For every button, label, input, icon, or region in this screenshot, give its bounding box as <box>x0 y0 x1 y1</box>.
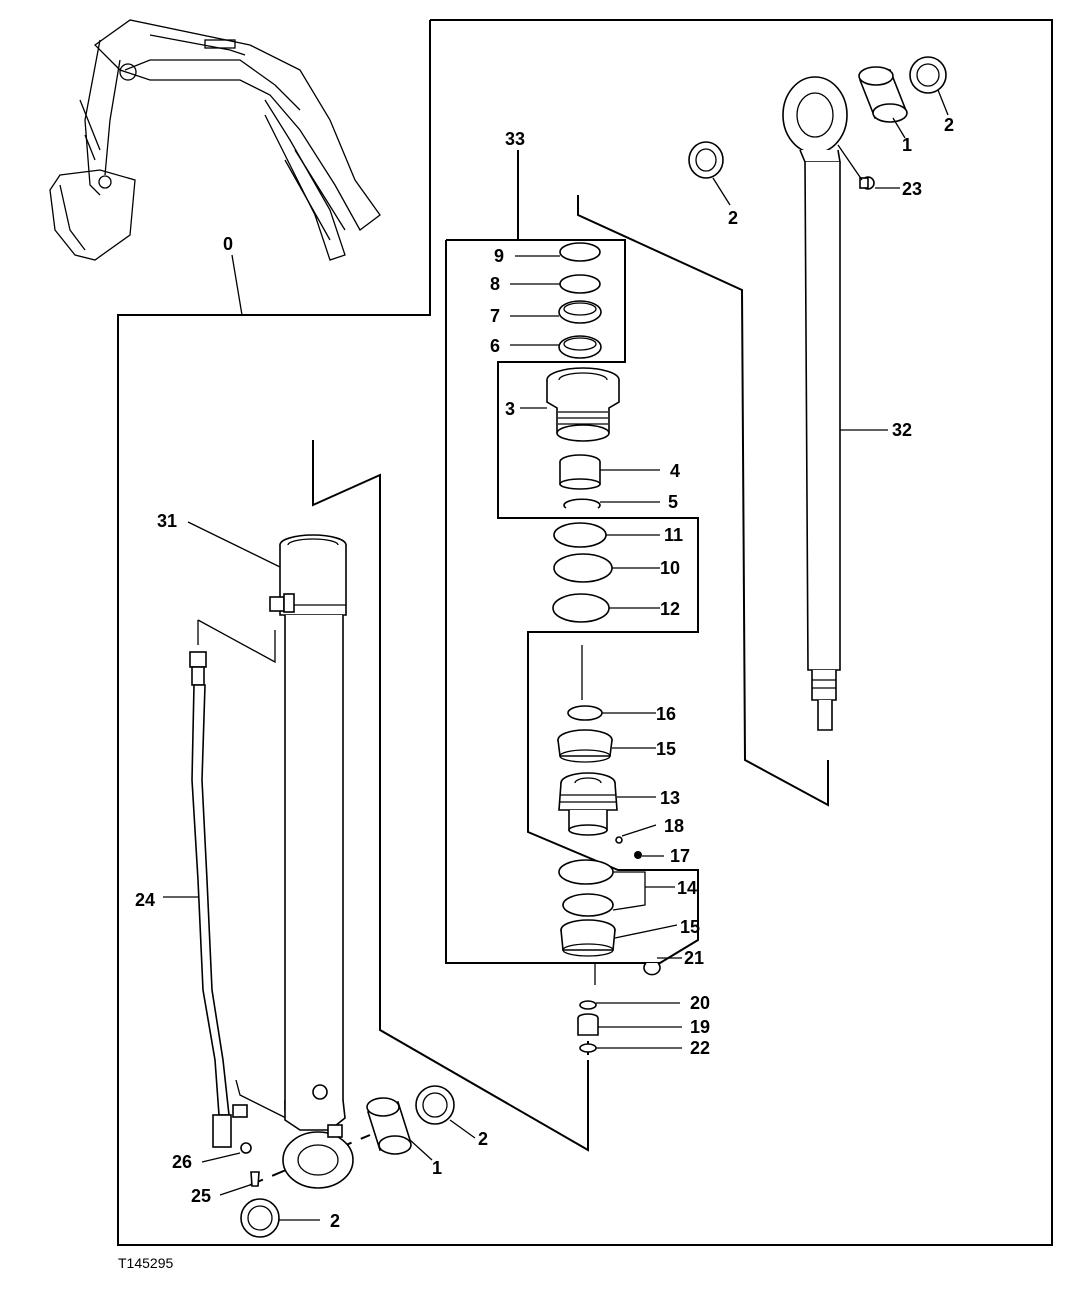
callout-5: 5 <box>668 492 678 512</box>
wear-ring-15-lower <box>560 919 616 957</box>
callout-3: 3 <box>505 399 515 419</box>
callout-12: 12 <box>660 599 680 619</box>
rod-dust-seal-2 <box>909 56 947 94</box>
seal-kit-bracket-upper <box>445 239 699 964</box>
callout-18: 18 <box>664 816 684 836</box>
hose-fitting-leader <box>197 619 276 664</box>
callout-6: 6 <box>490 336 500 356</box>
seal-7 <box>558 300 602 324</box>
middle-dust-seal-2 <box>688 141 724 179</box>
piston-rod <box>782 76 848 731</box>
callout-2-barrel: 2 <box>478 1129 488 1149</box>
seal-14-upper <box>558 859 614 885</box>
seal-12 <box>552 593 610 623</box>
callout-2-lower: 2 <box>330 1211 340 1231</box>
seal-11 <box>553 522 607 548</box>
callout-11: 11 <box>664 525 683 545</box>
ball-18 <box>615 836 623 844</box>
rod-centerline <box>577 195 829 807</box>
callout-31: 31 <box>157 511 177 531</box>
barrel-dust-seal-2 <box>415 1085 455 1125</box>
callout-10: 10 <box>660 558 680 578</box>
seal-6 <box>558 335 602 359</box>
seal-8 <box>559 274 601 294</box>
cylinder-barrel <box>269 534 354 1189</box>
callout-13: 13 <box>660 788 680 808</box>
callout-19: 19 <box>690 1017 710 1037</box>
callout-21: 21 <box>684 948 704 968</box>
callout-2-rod: 2 <box>944 115 954 135</box>
callout-0: 0 <box>223 234 233 254</box>
callout-24: 24 <box>135 890 155 910</box>
rod-bushing-1 <box>858 66 908 123</box>
callout-1-rod: 1 <box>902 135 912 155</box>
callout-31-leader <box>187 521 281 568</box>
bushing-4 <box>559 454 601 490</box>
plug-19 <box>577 1013 599 1036</box>
seal-9 <box>559 242 601 262</box>
rod-guide-3 <box>546 367 620 442</box>
callout-8: 8 <box>490 274 500 294</box>
callout-0-leader <box>231 254 243 316</box>
hose-clamp-leader <box>235 1079 291 1121</box>
callout-1-leader-barrel <box>409 1139 433 1161</box>
lower-dust-seal-2 <box>240 1198 280 1238</box>
callout-25: 25 <box>191 1186 211 1206</box>
callout-4: 4 <box>670 461 680 481</box>
callout-9: 9 <box>494 246 504 266</box>
pin-centerline <box>249 1134 371 1186</box>
callout-2-middle: 2 <box>728 208 738 228</box>
callout-25-leader <box>219 1184 251 1196</box>
figure-id: T145295 <box>118 1255 173 1271</box>
barrel-centerline <box>312 440 589 1152</box>
callout-26: 26 <box>172 1152 192 1172</box>
barrel-bushing-1 <box>366 1097 412 1155</box>
grease-fitting-23 <box>859 176 875 190</box>
callout-20: 20 <box>690 993 710 1013</box>
callout-7: 7 <box>490 306 500 326</box>
washer-26 <box>240 1142 252 1154</box>
callout-1-barrel: 1 <box>432 1158 442 1178</box>
callout-15-lower: 15 <box>680 917 700 937</box>
set-screw-17 <box>634 851 642 859</box>
seal-10 <box>553 553 613 583</box>
seal-14-lower <box>562 893 614 917</box>
screw-25 <box>250 1171 260 1187</box>
callout-32: 32 <box>892 420 912 440</box>
callout-15-upper: 15 <box>656 739 676 759</box>
snap-ring-5 <box>563 498 601 509</box>
hydraulic-hose <box>189 651 248 1148</box>
o-ring-20 <box>579 1000 597 1010</box>
lock-ring-21 <box>643 962 661 976</box>
wear-ring-15-upper <box>557 729 613 763</box>
assembly-frame <box>117 19 1053 1246</box>
seal-16 <box>567 705 603 721</box>
excavator-thumbnail <box>49 19 381 261</box>
callout-33: 33 <box>505 129 525 149</box>
piston-13 <box>558 772 618 836</box>
callout-14: 14 <box>677 878 697 898</box>
callout-2-leader-barrel <box>449 1119 476 1139</box>
washer-22 <box>579 1043 597 1053</box>
callout-22: 22 <box>690 1038 710 1058</box>
callout-23: 23 <box>902 179 922 199</box>
callout-17: 17 <box>670 846 690 866</box>
callout-16: 16 <box>656 704 676 724</box>
callout-26-leader <box>201 1152 241 1163</box>
